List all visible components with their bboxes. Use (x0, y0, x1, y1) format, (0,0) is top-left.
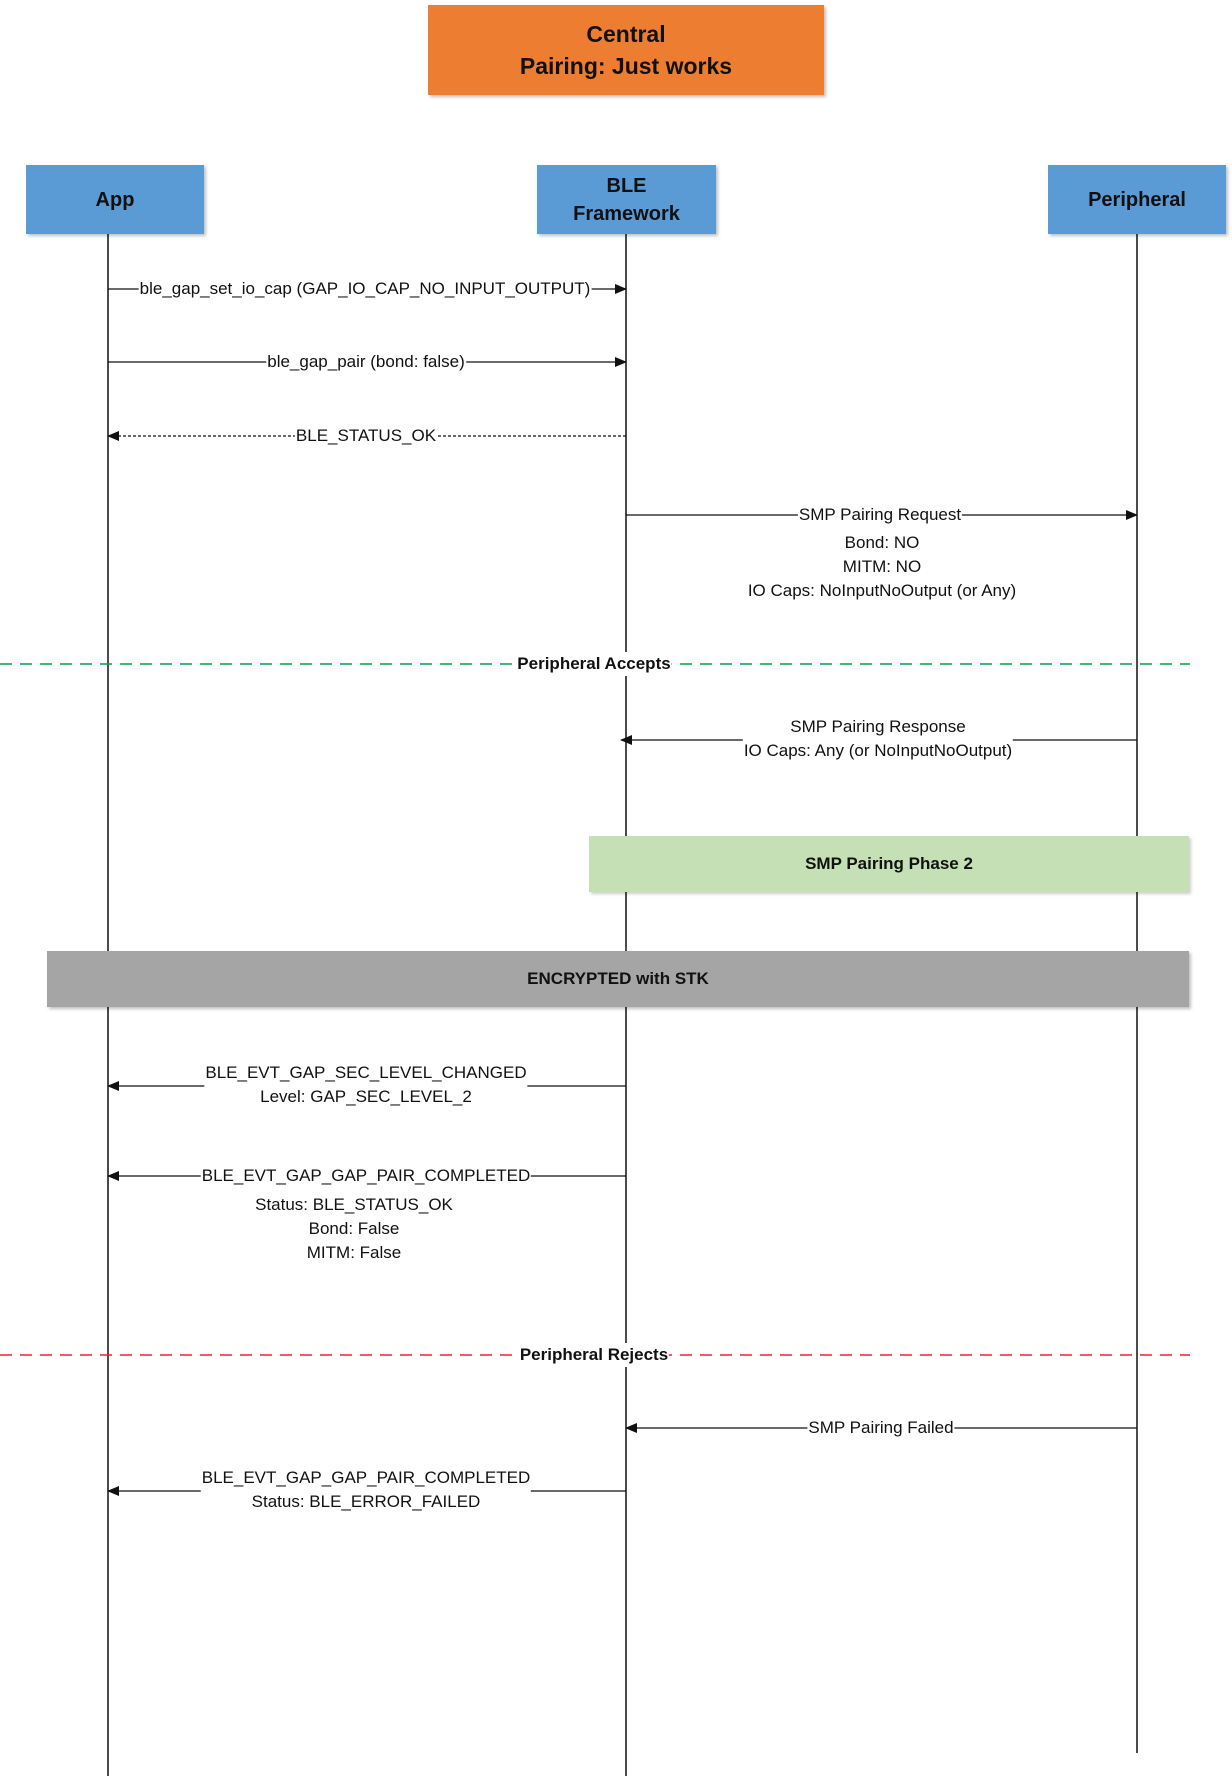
sec-level-changed-level: Level: GAP_SEC_LEVEL_2 (260, 1087, 472, 1106)
actor-peripheral-label: Peripheral (1088, 188, 1186, 211)
actor-app: App (26, 165, 204, 234)
label-pair-completed-fail: BLE_EVT_GAP_GAP_PAIR_COMPLETED Status: B… (200, 1466, 532, 1514)
label-peripheral-accepts: Peripheral Accepts (516, 652, 672, 676)
smp-request-mitm: MITM: NO (842, 557, 922, 576)
label-pair-completed-ok-details: Status: BLE_STATUS_OK Bond: False MITM: … (254, 1193, 454, 1265)
label-set-io-cap: ble_gap_set_io_cap (GAP_IO_CAP_NO_INPUT_… (138, 277, 592, 301)
label-sec-level-changed: BLE_EVT_GAP_SEC_LEVEL_CHANGED Level: GAP… (204, 1061, 528, 1109)
pair-completed-fail-status: Status: BLE_ERROR_FAILED (251, 1492, 481, 1511)
actor-app-label: App (95, 188, 135, 211)
label-status-ok: BLE_STATUS_OK (294, 424, 438, 448)
phase2-label: SMP Pairing Phase 2 (805, 854, 973, 873)
title-line-2: Pairing: Just works (519, 53, 733, 79)
pair-completed-ok-bond: Bond: False (308, 1219, 400, 1238)
label-peripheral-rejects: Peripheral Rejects (518, 1343, 670, 1367)
label-pair: ble_gap_pair (bond: false) (266, 350, 466, 374)
pair-completed-ok-mitm: MITM: False (306, 1243, 402, 1262)
smp-response-title: SMP Pairing Response (790, 717, 966, 736)
encrypted-label: ENCRYPTED with STK (527, 969, 709, 988)
actor-ble-framework: BLE Framework (537, 165, 716, 234)
actor-ble-label-2: Framework (573, 202, 680, 225)
phase2-box: SMP Pairing Phase 2 (589, 836, 1189, 892)
title-line-1: Central (586, 21, 666, 47)
encrypted-box: ENCRYPTED with STK (47, 951, 1189, 1007)
sec-level-changed-title: BLE_EVT_GAP_SEC_LEVEL_CHANGED (205, 1063, 527, 1082)
smp-request-bond: Bond: NO (844, 533, 920, 552)
actor-peripheral: Peripheral (1048, 165, 1226, 234)
actor-ble-label-1: BLE (606, 174, 647, 197)
pair-completed-fail-title: BLE_EVT_GAP_GAP_PAIR_COMPLETED (201, 1468, 531, 1487)
pair-completed-ok-status: Status: BLE_STATUS_OK (255, 1195, 453, 1214)
label-smp-failed: SMP Pairing Failed (807, 1416, 955, 1440)
smp-response-io-caps: IO Caps: Any (or NoInputNoOutput) (743, 741, 1013, 760)
label-pair-completed-ok: BLE_EVT_GAP_GAP_PAIR_COMPLETED (200, 1164, 532, 1188)
label-smp-request-details: Bond: NO MITM: NO IO Caps: NoInputNoOutp… (747, 531, 1017, 603)
label-smp-request: SMP Pairing Request (797, 503, 963, 527)
diagram-title: Central Pairing: Just works (428, 5, 824, 95)
smp-request-io-caps: IO Caps: NoInputNoOutput (or Any) (747, 581, 1017, 600)
label-smp-response: SMP Pairing Response IO Caps: Any (or No… (742, 715, 1014, 763)
